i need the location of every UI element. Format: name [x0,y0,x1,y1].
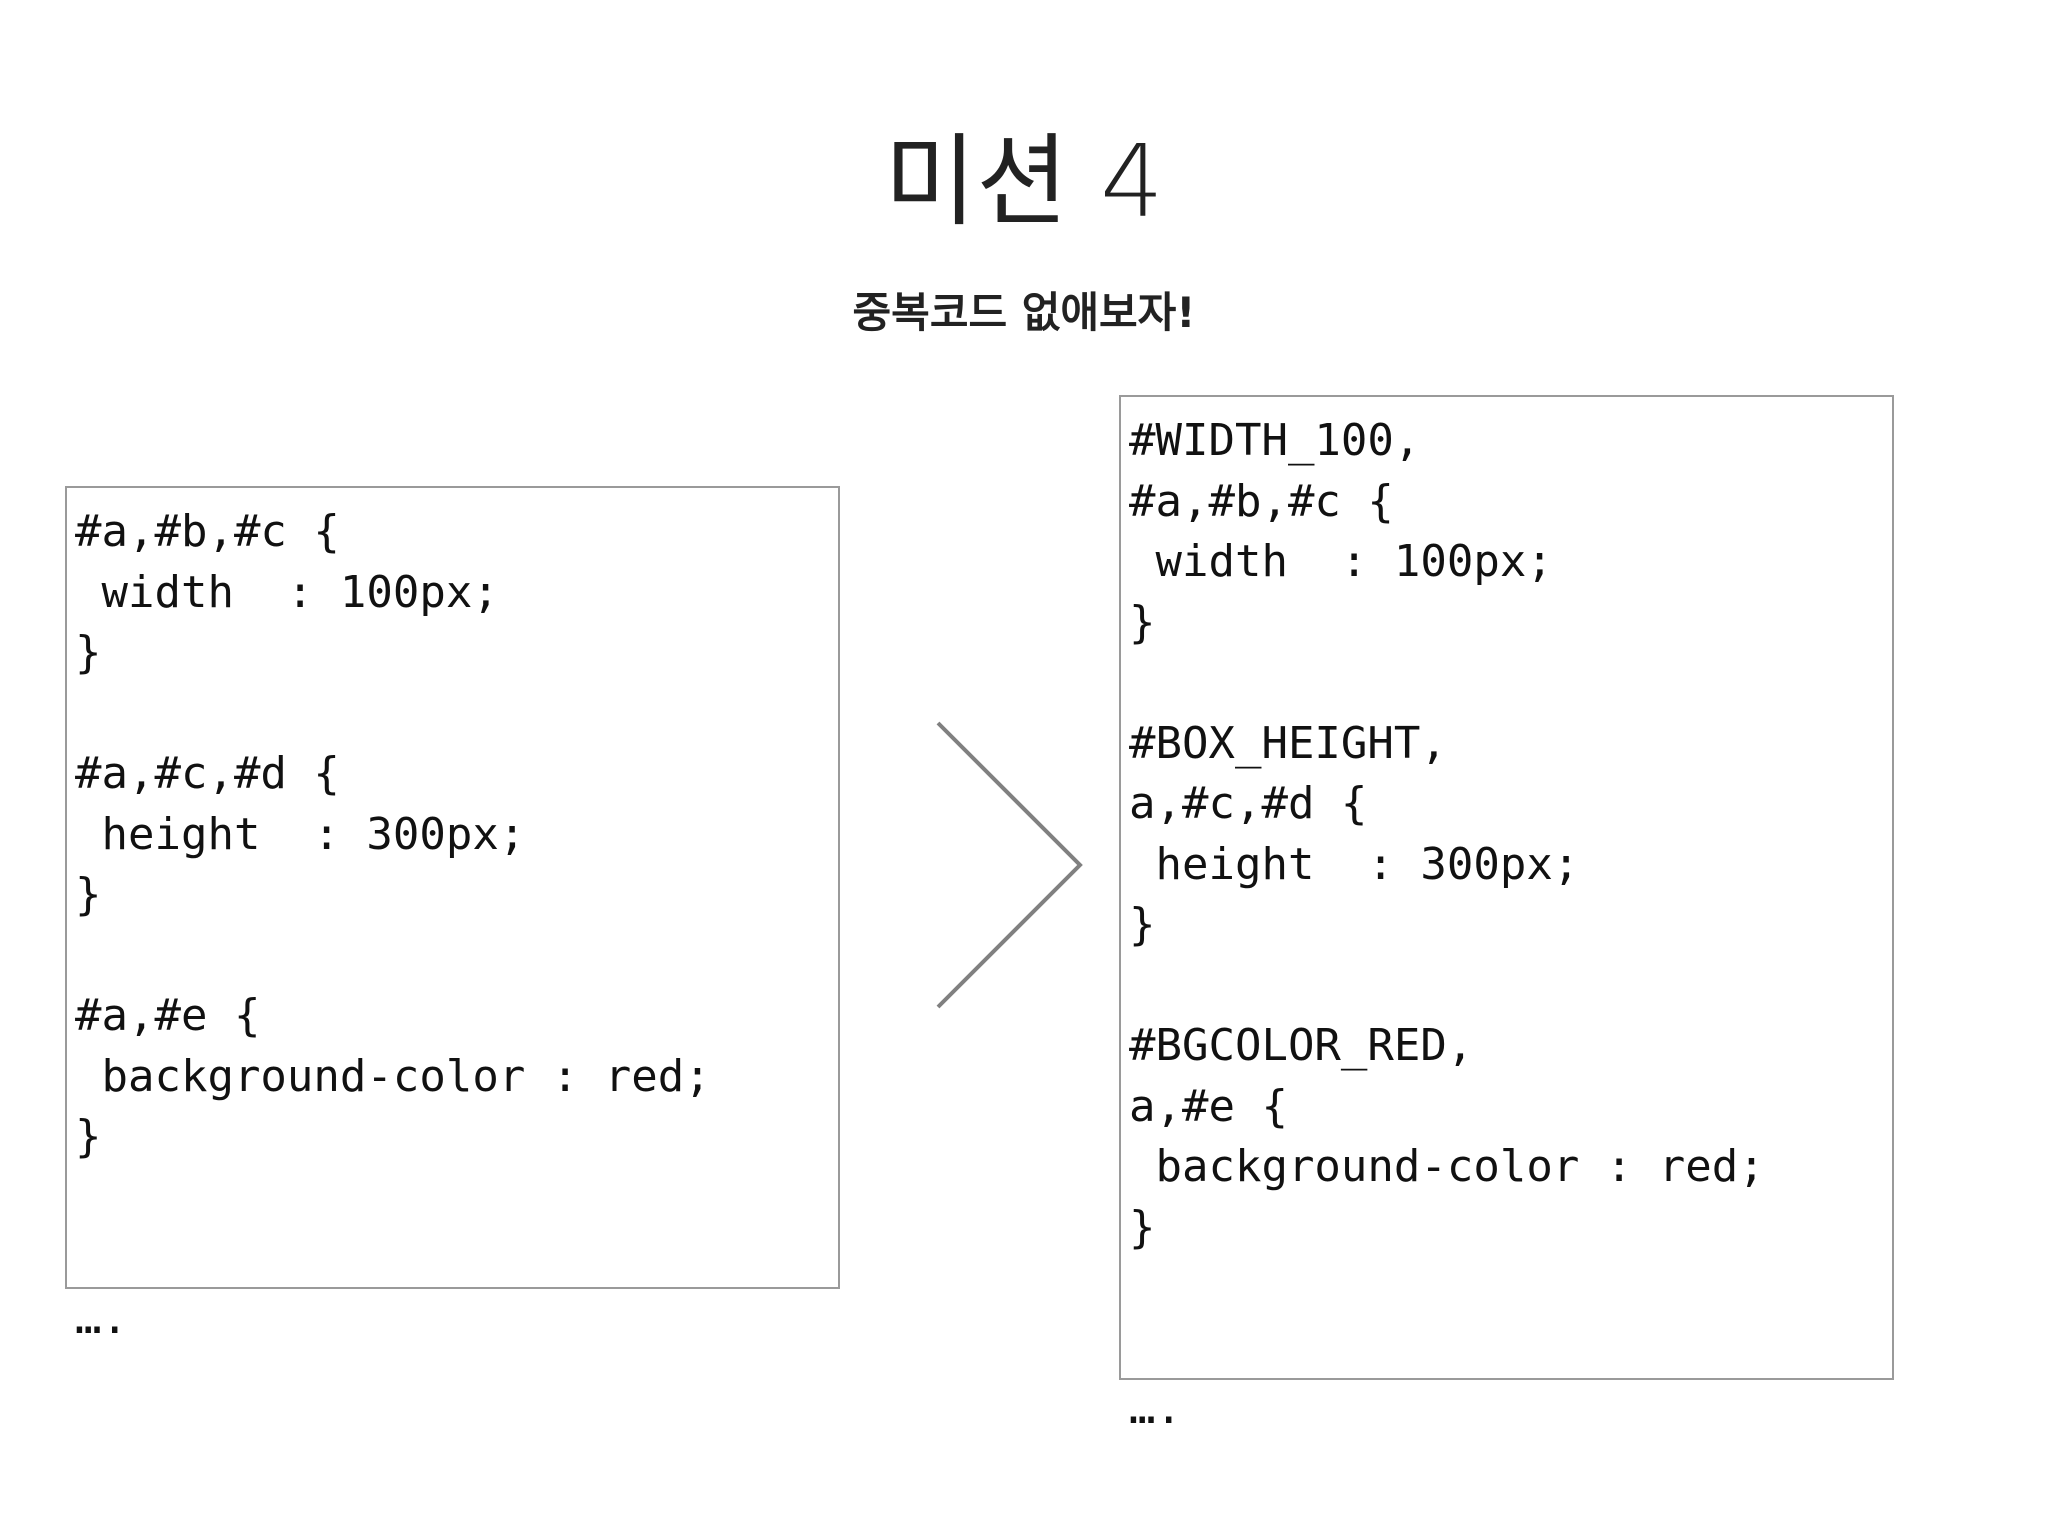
code-line: width : 100px; [75,566,499,618]
code-line: background-color : red; [75,1050,711,1102]
code-line: } [75,627,102,678]
code-line [75,1168,838,1229]
after-code-box: #WIDTH_100, #a,#b,#c { width : 100px; } … [1119,395,1894,1434]
slide-subtitle: 중복코드 없애보자! [852,288,1196,337]
code-line: #a,#c,#d { [75,748,340,799]
before-code-box: #a,#b,#c { width : 100px; } #a,#c,#d { h… [65,486,840,1344]
code-line: #BGCOLOR_RED, [1129,1020,1474,1071]
code-line: } [75,869,102,920]
code-line [75,926,838,987]
code-line [75,1228,838,1289]
code-line: #BOX_HEIGHT, [1129,717,1447,769]
code-line: } [1129,1201,1156,1253]
code-line: #a,#b,#c { [75,506,340,557]
code-line: #WIDTH_100, [1129,415,1421,466]
code-line: height : 300px; [75,808,526,860]
slide-title: 미션 4 [884,123,1164,240]
code-line [75,684,838,745]
code-line: …. [75,1292,128,1344]
code-line: height : 300px; [1129,838,1580,890]
code-line: width : 100px; [1129,536,1553,587]
code-line [1129,956,1892,1017]
code-line: } [1129,899,1156,950]
code-line [1129,1258,1892,1319]
code-line: } [1129,596,1156,648]
chevron-right-icon [936,721,1083,1009]
code-line: a,#c,#d { [1129,778,1368,829]
code-line [1129,653,1892,714]
code-line: …. [1129,1383,1182,1434]
chevron-stroke [936,721,1083,1009]
code-line: #a,#b,#c { [1129,475,1394,527]
code-line: } [75,1111,102,1162]
code-line: a,#e { [1129,1080,1288,1132]
code-line [1129,1319,1892,1380]
code-line: background-color : red; [1129,1141,1765,1192]
code-line: #a,#e { [75,990,261,1041]
